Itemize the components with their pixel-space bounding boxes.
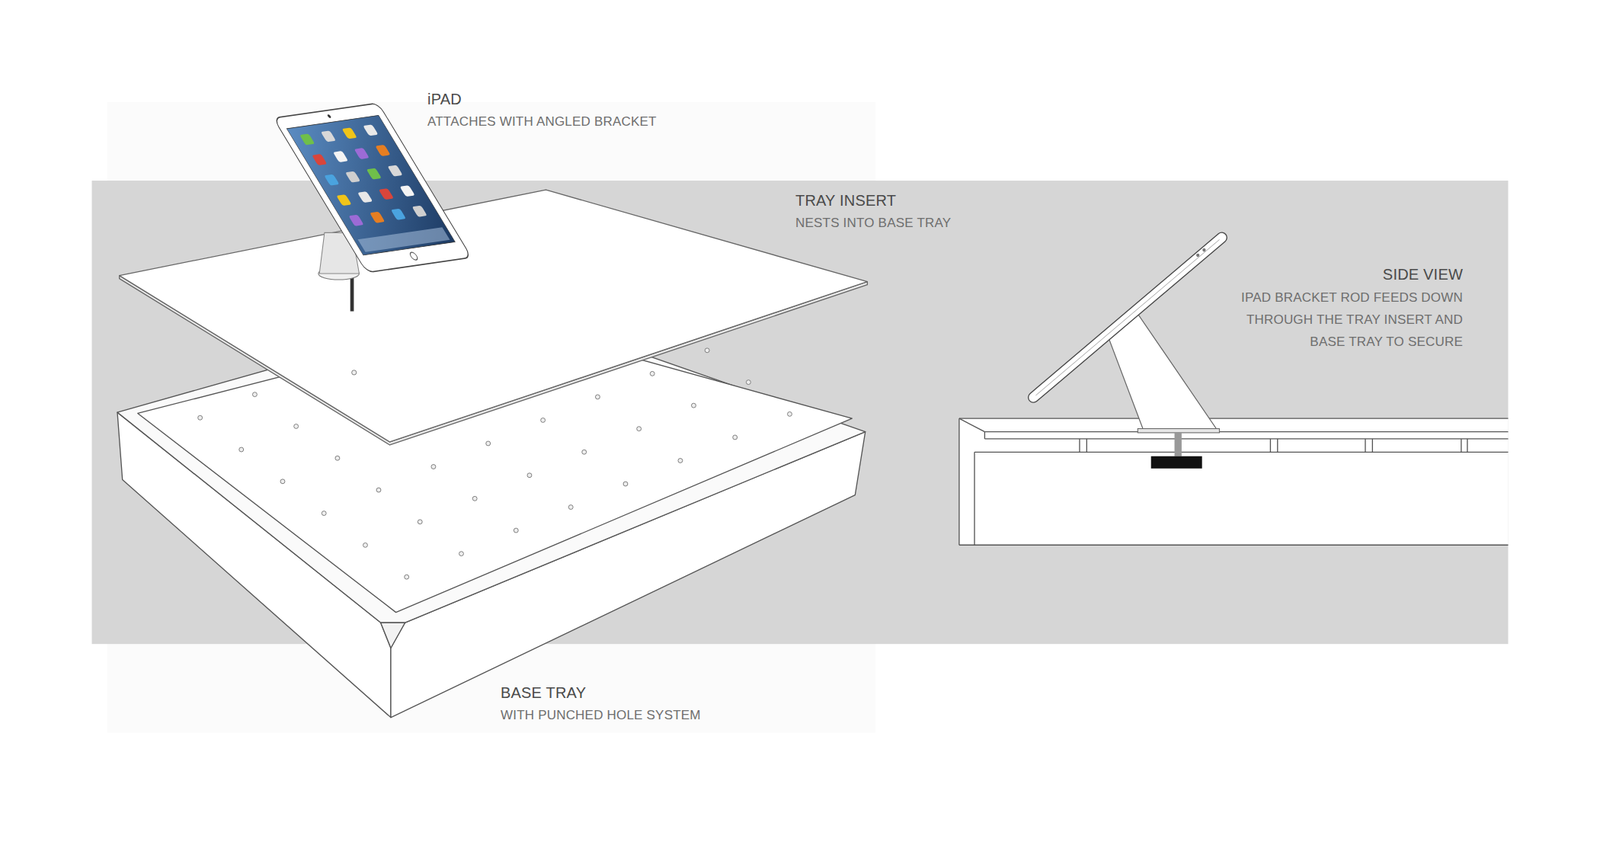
app-icon xyxy=(387,165,404,177)
side-view xyxy=(959,418,1509,545)
app-icon xyxy=(362,124,378,136)
punched-hole xyxy=(787,411,793,416)
punched-hole xyxy=(486,441,491,446)
app-icon xyxy=(332,150,349,163)
app-icon xyxy=(357,191,373,203)
punched-hole xyxy=(417,519,423,525)
punched-hole xyxy=(431,464,436,470)
punched-hole xyxy=(472,496,477,501)
side-bracket xyxy=(1026,230,1229,468)
app-icon xyxy=(390,208,407,221)
punched-hole xyxy=(280,479,285,484)
app-icon xyxy=(299,133,315,145)
punched-hole xyxy=(335,455,340,461)
punched-hole xyxy=(595,394,600,400)
app-icon xyxy=(320,130,336,142)
punched-hole xyxy=(513,528,519,533)
punched-hole xyxy=(704,348,710,353)
punched-hole xyxy=(321,511,327,516)
app-icon xyxy=(336,194,352,206)
part-note: WITH PUNCHED HOLE SYSTEM xyxy=(500,707,701,724)
app-icon xyxy=(400,185,416,197)
part-note: NESTS INTO BASE TRAY xyxy=(795,215,951,231)
punched-hole xyxy=(198,415,203,420)
app-icon xyxy=(378,188,394,200)
punched-hole xyxy=(623,481,628,487)
app-icon xyxy=(323,174,340,186)
punched-hole xyxy=(527,473,532,478)
app-icon xyxy=(348,214,365,227)
punched-hole xyxy=(691,403,696,408)
punched-hole xyxy=(649,371,655,376)
app-icon xyxy=(354,147,370,160)
tray-insert xyxy=(119,189,868,445)
app-icon xyxy=(374,144,391,157)
view-note: IPAD BRACKET ROD FEEDS DOWN THROUGH THE … xyxy=(1219,286,1463,353)
punched-hole xyxy=(404,574,410,580)
punched-hole xyxy=(239,447,244,452)
app-icon xyxy=(412,205,428,218)
punched-hole xyxy=(568,505,573,510)
app-icon xyxy=(345,171,361,183)
punched-hole xyxy=(459,551,464,557)
app-icon xyxy=(342,127,358,139)
punched-hole xyxy=(363,542,368,548)
part-name: iPAD xyxy=(427,90,462,109)
punched-hole xyxy=(678,458,683,464)
punched-hole xyxy=(540,417,546,423)
punched-hole xyxy=(252,392,257,397)
punched-hole xyxy=(582,449,587,455)
punched-hole xyxy=(294,424,299,429)
punched-hole xyxy=(745,380,751,385)
app-icon xyxy=(311,153,327,166)
app-icon xyxy=(366,168,382,180)
view-title: SIDE VIEW xyxy=(1382,265,1463,284)
punched-hole xyxy=(636,426,642,432)
part-note: ATTACHES WITH ANGLED BRACKET xyxy=(427,114,657,130)
punched-hole xyxy=(732,435,738,440)
part-name: TRAY INSERT xyxy=(795,192,896,210)
dock xyxy=(358,227,451,253)
app-icon xyxy=(369,211,385,224)
part-name: BASE TRAY xyxy=(500,684,586,702)
punched-hole xyxy=(376,487,381,493)
